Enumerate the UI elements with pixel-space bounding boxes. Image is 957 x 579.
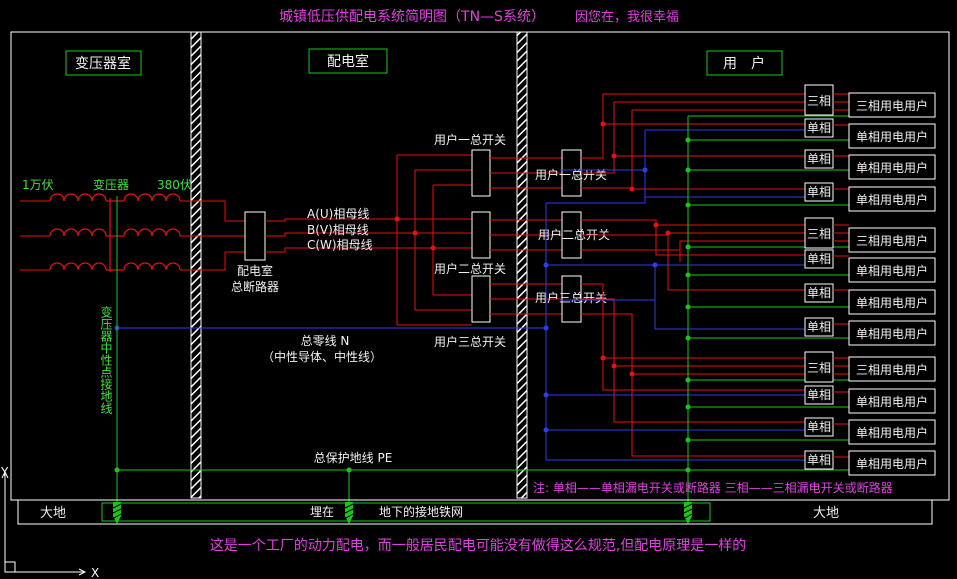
label-neutral-1: 总零线 N [301, 334, 350, 348]
neutral-lines [117, 129, 805, 461]
phase-lines-lv [180, 200, 246, 271]
label-buried: 埋在 [310, 505, 334, 519]
label-main-breaker-2: 总断路器 [231, 279, 279, 294]
wall-right [516, 31, 528, 499]
room-transformer-box [65, 50, 142, 76]
label-bus-b: B(V)相母线 [307, 223, 369, 237]
wall-left [190, 31, 202, 499]
consumer-label: 单相用电用户 [856, 263, 928, 278]
user3-main-switch [471, 275, 491, 323]
breaker-type-label: 单相 [807, 252, 831, 266]
axis-label-x: X [91, 566, 99, 579]
label-user3-sub: 用户三总开关 [535, 290, 607, 305]
label-neutral-ground: 变压器中性点接地线 [99, 305, 113, 414]
consumer-labels: 三相用电用户 单相用电用户 单相用电用户 单相用电用户 三相用电用户 单相用电用… [856, 98, 928, 471]
consumer-label: 单相用电用户 [856, 394, 928, 409]
label-earth-left: 大地 [40, 506, 66, 521]
label-grid: 地下的接地铁网 [379, 504, 463, 519]
breaker-labels: 三相 单相 单相 单相 三相 单相 单相 单相 三相 单相 单相 单相 [807, 94, 831, 467]
neutral-junctions [114, 167, 658, 433]
ground-grid [101, 502, 711, 522]
label-earth-right: 大地 [813, 506, 839, 521]
consumer-label: 单相用电用户 [856, 456, 928, 471]
breaker-type-label: 三相 [807, 227, 831, 241]
breaker-type-label: 单相 [807, 320, 831, 334]
consumer-label: 单相用电用户 [856, 326, 928, 341]
label-pe: 总保护地线 PE [314, 451, 393, 465]
consumer-label: 单相用电用户 [856, 425, 928, 440]
label-transformer: 变压器 [93, 177, 129, 192]
breaker-type-label: 三相 [807, 94, 831, 108]
breaker-type-label: 单相 [807, 286, 831, 300]
consumer-label: 三相用电用户 [856, 98, 928, 113]
consumer-boxes [848, 92, 936, 476]
label-user1-main: 用户一总开关 [434, 132, 506, 147]
label-bus-a: A(U)相母线 [307, 207, 369, 221]
room-users: 用 户 [723, 55, 765, 72]
label-user1-sub: 用户一总开关 [535, 167, 607, 182]
breaker-outputs [833, 93, 849, 458]
label-bus-c: C(W)相母线 [307, 238, 373, 252]
ground-rod-hatch [112, 503, 693, 519]
consumer-label: 单相用电用户 [856, 129, 928, 144]
transformer-coils [49, 193, 181, 272]
breaker-type-label: 单相 [807, 388, 831, 402]
breaker-type-label: 单相 [807, 185, 831, 199]
main-breaker [244, 211, 266, 261]
consumer-label: 三相用电用户 [856, 233, 928, 248]
breaker-type-label: 单相 [807, 121, 831, 135]
bus-junctions [394, 216, 436, 251]
label-voltage-low: 380伏 [157, 178, 192, 192]
user1-main-switch [471, 149, 491, 197]
axis-icon [1, 470, 87, 576]
phase-junctions [600, 121, 671, 377]
note: 注: 单相——单相漏电开关或断路器 三相——三相漏电开关或断路器 [533, 480, 893, 495]
user2-main-switch [471, 211, 491, 259]
consumer-label: 单相用电用户 [856, 192, 928, 207]
busbars [265, 154, 472, 326]
room-distribution: 配电室 [327, 53, 369, 70]
label-neutral-2: （中性导体、中性线） [262, 349, 382, 364]
room-transformer: 变压器室 [75, 55, 131, 72]
feeders [490, 157, 562, 315]
breaker-type-label: 单相 [807, 152, 831, 166]
breaker-type-label: 三相 [807, 361, 831, 375]
breaker-type-label: 单相 [807, 453, 831, 467]
room-users-box [706, 50, 783, 76]
label-user3-main: 用户三总开关 [434, 334, 506, 349]
label-main-breaker-1: 配电室 [237, 263, 273, 278]
footer-text: 这是一个工厂的动力配电，而一般居民配电可能没有做得这么规范,但配电原理是一样的 [210, 537, 746, 554]
phase-lines-hv [20, 200, 50, 271]
diagram-title: 城镇低压供配电系统简明图（TN—S系统） [279, 8, 545, 25]
label-user2-main: 用户二总开关 [434, 261, 506, 276]
consumer-label: 三相用电用户 [856, 362, 928, 377]
room-distribution-box [308, 48, 388, 74]
consumer-label: 单相用电用户 [856, 295, 928, 310]
pe-junctions [114, 137, 691, 473]
tagline: 因您在，我很幸福 [575, 9, 679, 25]
axis-label-y: Y [0, 465, 9, 479]
consumer-label: 单相用电用户 [856, 160, 928, 175]
branch-breakers [804, 84, 834, 470]
label-voltage-high: 1万伏 [22, 178, 54, 192]
label-user2-sub: 用户二总开关 [538, 227, 610, 242]
breaker-type-label: 单相 [807, 420, 831, 434]
earth-strip [17, 499, 933, 525]
